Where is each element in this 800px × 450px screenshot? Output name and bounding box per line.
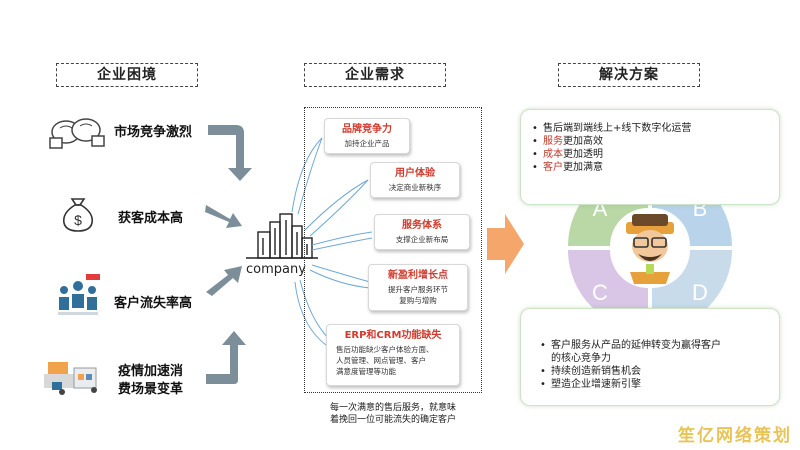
- needs-note: 每一次满意的售后服务，就意味 着挽回一位可能流失的确定客户: [329, 403, 456, 425]
- solution-arrow: [487, 214, 524, 274]
- need-title-2: 用户体验: [395, 168, 435, 179]
- need-title-5: ERP和CRM功能缺失: [344, 330, 442, 341]
- need-connectors: [291, 137, 373, 346]
- need-title-3: 服务体系: [402, 220, 442, 231]
- solution-top-item-2: 服务更加高效: [531, 135, 779, 148]
- need-desc-4: 提升客户服务环节 复购与增购: [388, 285, 448, 305]
- pain-label-4: 疫情加速消 费场景变革: [118, 364, 184, 397]
- pain-label-3: 客户流失率高: [114, 296, 193, 311]
- section-title-solution: 解决方案: [558, 63, 700, 87]
- arrow-2: [205, 205, 242, 228]
- watermark: 笙亿网络策划: [678, 426, 792, 446]
- need-desc-1: 加持企业产品: [344, 139, 390, 148]
- solution-bottom-item-3: 塑造企业增速新引擎: [539, 378, 779, 391]
- solution-bottom-item-2: 持续创造新销售机会: [539, 365, 779, 378]
- need-title-1: 品牌竞争力: [342, 124, 392, 135]
- need-desc-2: 决定商业新秩序: [388, 183, 442, 192]
- need-desc-5: 售后功能缺少客户体验方面、 人员管理、网点管理、客户 满意度管理等功能: [336, 345, 434, 376]
- section-title-pain: 企业困境: [56, 63, 198, 87]
- arrow-4: [206, 331, 246, 384]
- warehouse-scene-icon: [44, 362, 97, 395]
- money-bag-icon: $: [62, 198, 94, 232]
- need-title-4: 新盈利增长点: [388, 270, 448, 281]
- wheel-letter-c: C: [592, 280, 608, 305]
- wheel-letter-d: D: [692, 280, 708, 305]
- need-card-3: 服务体系 支撑企业新布局: [374, 214, 470, 250]
- pain-label-1: 市场竞争激烈: [114, 125, 193, 140]
- need-card-1: 品牌竞争力 加持企业产品: [324, 118, 410, 154]
- arrow-3: [206, 266, 242, 296]
- pain-arrows: [205, 125, 252, 384]
- section-title-needs: 企业需求: [304, 63, 446, 87]
- company-label: company: [246, 262, 306, 277]
- solution-top-item-3: 成本更加透明: [531, 148, 779, 161]
- people-group-icon: [58, 274, 100, 315]
- solution-top-item-4: 客户更加满意: [531, 161, 779, 174]
- needs-container: [304, 107, 482, 393]
- svg-text:$: $: [74, 212, 82, 228]
- solution-bottom-list: 客户服务从产品的延伸转变为赢得客户 的核心竞争力 持续创造新销售机会 塑造企业增…: [521, 309, 779, 391]
- solution-top-item-1: 售后端到端线上+线下数字化运营: [531, 122, 779, 135]
- pain-label-2: 获客成本高: [118, 211, 184, 226]
- boxing-gloves-icon: [49, 118, 105, 149]
- need-card-2: 用户体验 决定商业新秩序: [370, 162, 460, 198]
- solution-top-box: 售后端到端线上+线下数字化运营 服务更加高效 成本更加透明 客户更加满意: [520, 109, 780, 205]
- solution-top-list: 售后端到端线上+线下数字化运营 服务更加高效 成本更加透明 客户更加满意: [521, 110, 779, 174]
- need-desc-3: 支撑企业新布局: [395, 235, 449, 244]
- solution-bottom-item-1: 客户服务从产品的延伸转变为赢得客户 的核心竞争力: [539, 339, 779, 365]
- solution-bottom-box: 客户服务从产品的延伸转变为赢得客户 的核心竞争力 持续创造新销售机会 塑造企业增…: [520, 308, 780, 406]
- need-card-5: ERP和CRM功能缺失 售后功能缺少客户体验方面、 人员管理、网点管理、客户 满…: [326, 324, 460, 386]
- avatar-icon: [614, 212, 686, 284]
- need-card-4: 新盈利增长点 提升客户服务环节 复购与增购: [368, 264, 468, 311]
- company-building-icon: [246, 213, 318, 259]
- arrow-1: [208, 125, 252, 181]
